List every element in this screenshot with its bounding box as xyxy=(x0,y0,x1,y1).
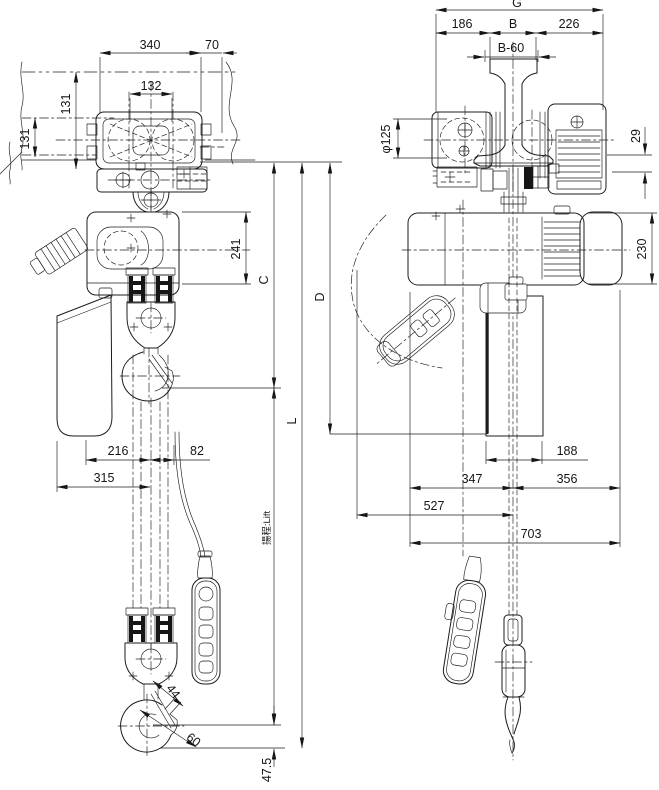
beam-section xyxy=(473,41,554,761)
dim-label-70: 70 xyxy=(205,38,219,52)
dim-label-47-5: 47.5 xyxy=(260,758,274,782)
dim-label-phi125: φ125 xyxy=(379,124,393,153)
dim-label-230: 230 xyxy=(635,239,649,260)
dim-label-226: 226 xyxy=(559,17,580,31)
dim-label-29: 29 xyxy=(629,129,643,143)
pendant-side xyxy=(442,555,487,685)
pendant-swing-side xyxy=(350,214,456,369)
dim-label-527: 527 xyxy=(424,499,445,513)
dim-label-315: 315 xyxy=(94,471,115,485)
side-view xyxy=(350,41,631,761)
suspension-side xyxy=(432,163,560,557)
dim-label-703: 703 xyxy=(521,527,542,541)
hoist-body-side xyxy=(401,205,631,286)
pendant-front xyxy=(174,431,221,685)
dim-label-188: 188 xyxy=(557,444,578,458)
chain-bucket-front xyxy=(56,294,113,437)
dim-label-B-60: B-60 xyxy=(498,41,524,55)
dim-label-D: D xyxy=(313,292,327,301)
dim-label-216: 216 xyxy=(108,444,129,458)
cable-fitting xyxy=(29,228,88,275)
hoist-body-front xyxy=(29,209,251,437)
dim-label-B: B xyxy=(509,17,517,31)
dim-label-186: 186 xyxy=(452,17,473,31)
dim-label-44: 44 xyxy=(163,682,183,702)
dim-label-C: C xyxy=(257,275,271,284)
runway-beam-front xyxy=(0,61,256,185)
dim-label-356: 356 xyxy=(557,472,578,486)
dim-label-lift: 揚程:Lift xyxy=(261,510,273,545)
dim-label-132: 132 xyxy=(141,79,162,93)
chain-container-side xyxy=(479,217,544,616)
dim-label-L: L xyxy=(285,417,299,424)
dim-label-G: G xyxy=(512,0,522,10)
trolley-side xyxy=(423,105,615,175)
dim-label-60: 60 xyxy=(184,730,204,750)
upper-hook-front xyxy=(119,301,181,405)
bottom-hook-front xyxy=(117,642,185,759)
trolley-front xyxy=(55,81,244,213)
dim-label-340: 340 xyxy=(140,38,161,52)
dim-label-131-side: 131 xyxy=(59,94,73,115)
bottom-hook-side xyxy=(494,614,533,754)
dimension-labels: 340 70 132 131 131 241 C 揚程:Lift 47.5 L … xyxy=(18,0,649,782)
dim-label-131-flange: 131 xyxy=(18,129,32,150)
chain-guides-front xyxy=(125,267,176,649)
front-view xyxy=(0,61,256,759)
dim-label-82: 82 xyxy=(190,444,204,458)
dim-label-347: 347 xyxy=(462,472,483,486)
dimension-lines xyxy=(32,7,657,767)
dim-label-241: 241 xyxy=(229,239,243,260)
trolley-motor-side xyxy=(539,103,607,195)
